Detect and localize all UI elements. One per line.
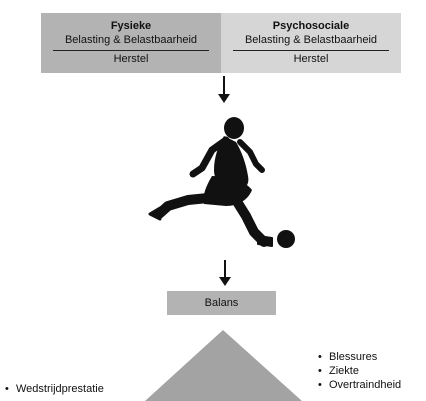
list-item: Ziekte <box>318 364 401 378</box>
physical-divider <box>53 50 209 51</box>
list-item: Blessures <box>318 350 401 364</box>
arrow-down-icon <box>219 260 231 286</box>
psychosocial-divider <box>233 50 389 51</box>
physical-title: Fysieke <box>110 20 152 32</box>
physical-recovery-label: Herstel <box>113 53 149 65</box>
psychosocial-title: Psychosociale <box>272 20 350 32</box>
psychosocial-recovery-label: Herstel <box>293 53 329 65</box>
psychosocial-load-label: Belasting & Belastbaarheid <box>244 34 378 46</box>
football-player-kicking-icon <box>148 117 273 247</box>
football-icon <box>277 230 295 248</box>
outcomes-left-list: Wedstrijdprestatie <box>5 382 104 396</box>
list-item: Overtraindheid <box>318 378 401 392</box>
arrow-down-icon <box>218 76 230 103</box>
triangle-fulcrum-icon <box>145 330 302 401</box>
physical-box: Fysieke Belasting & Belastbaarheid Herst… <box>41 13 221 73</box>
list-item: Wedstrijdprestatie <box>5 382 104 396</box>
outcomes-right-list: Blessures Ziekte Overtraindheid <box>318 350 401 392</box>
physical-load-label: Belasting & Belastbaarheid <box>64 34 198 46</box>
psychosocial-box: Psychosociale Belasting & Belastbaarheid… <box>221 13 401 73</box>
balance-box: Balans <box>167 291 276 315</box>
